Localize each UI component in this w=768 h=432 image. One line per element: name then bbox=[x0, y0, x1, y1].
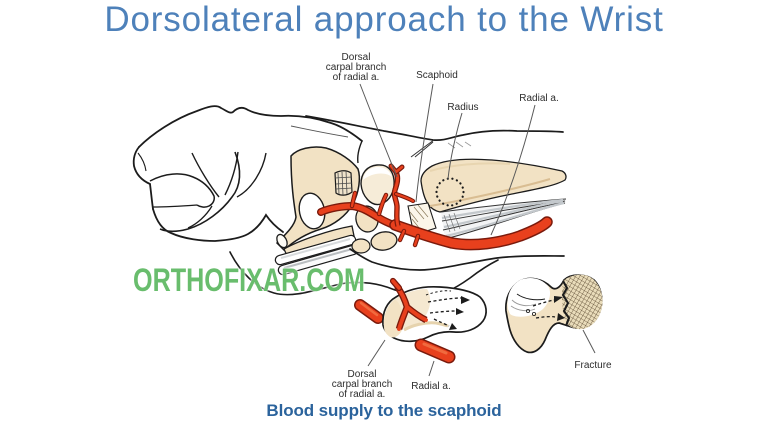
svg-text:Scaphoid: Scaphoid bbox=[416, 70, 458, 81]
svg-text:Dorsal: Dorsal bbox=[348, 369, 377, 380]
svg-text:of radial a.: of radial a. bbox=[339, 389, 386, 400]
svg-text:Dorsal: Dorsal bbox=[342, 52, 371, 63]
svg-text:of radial a.: of radial a. bbox=[333, 72, 380, 83]
svg-text:Radial a.: Radial a. bbox=[411, 381, 450, 392]
svg-text:carpal branch: carpal branch bbox=[326, 62, 387, 73]
svg-text:Fracture: Fracture bbox=[574, 360, 612, 371]
svg-text:Radius: Radius bbox=[447, 102, 478, 113]
svg-text:Radial a.: Radial a. bbox=[519, 93, 558, 104]
svg-text:carpal branch: carpal branch bbox=[332, 379, 393, 390]
